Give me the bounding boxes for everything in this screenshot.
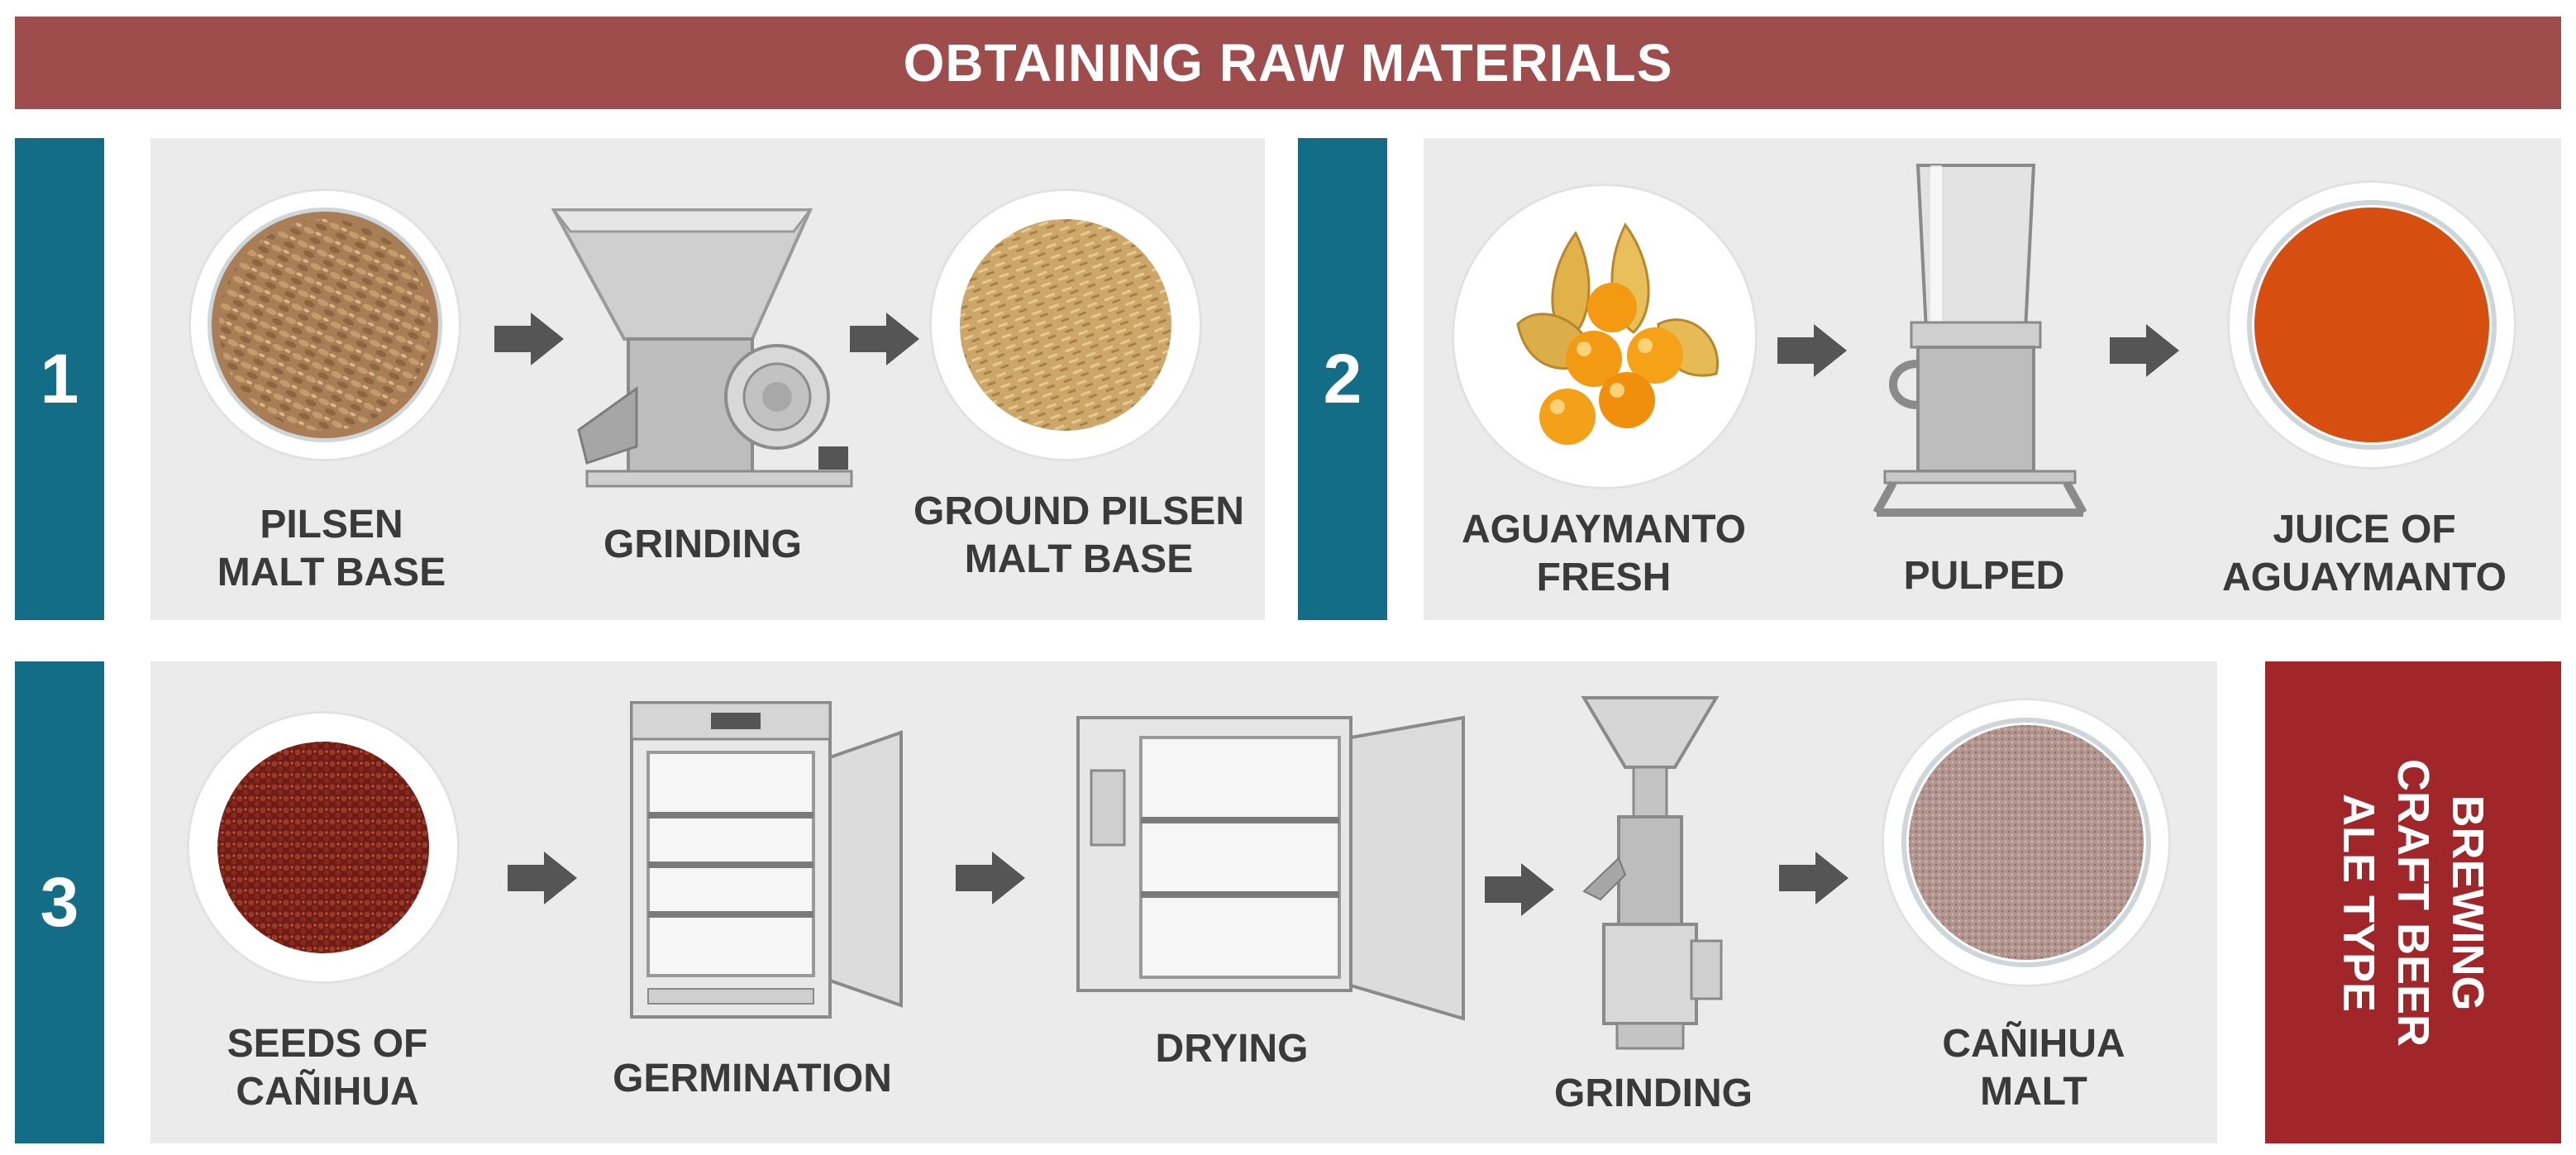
ground-malt-dish-icon — [929, 189, 1202, 461]
page-title-banner: OBTAINING RAW MATERIALS — [15, 17, 2561, 109]
arrow-right-icon — [508, 852, 577, 904]
arrow-right-icon — [494, 313, 564, 365]
arrow-right-icon — [1779, 852, 1849, 904]
section-3-number: 3 — [40, 863, 79, 941]
step-label-grinding: GRINDING — [603, 523, 802, 566]
page-title: OBTAINING RAW MATERIALS — [903, 33, 1673, 93]
grain-mill-icon — [551, 208, 853, 488]
germination-cabinet-icon — [630, 701, 903, 1019]
drying-oven-icon — [1076, 715, 1465, 1021]
section-1-number: 1 — [40, 340, 79, 418]
section-1-number-tab: 1 — [15, 138, 104, 620]
arrow-right-icon — [1485, 863, 1554, 916]
juice-dish-icon — [2227, 180, 2516, 470]
pulper-machine-icon — [1872, 164, 2087, 517]
section-3-number-tab: 3 — [15, 661, 104, 1143]
grinding-mill-icon — [1581, 696, 1723, 1050]
section-2-number-tab: 2 — [1298, 138, 1387, 620]
step-label-germination: GERMINATION — [613, 1057, 892, 1100]
step-label-drying: DRYING — [1155, 1027, 1309, 1071]
arrow-right-icon — [2110, 324, 2179, 377]
malt-grain-dish-icon — [188, 189, 461, 461]
arrow-right-icon — [1777, 324, 1847, 377]
arrow-right-icon — [850, 313, 919, 365]
goldenberry-icon — [1452, 184, 1758, 489]
step-label-grinding-2: GRINDING — [1554, 1071, 1753, 1115]
canihua-seed-dish-icon — [187, 711, 460, 984]
canihua-malt-dish-icon — [1882, 698, 2171, 987]
step-label-pulped: PULPED — [1903, 554, 2065, 598]
arrow-right-icon — [956, 852, 1025, 904]
section-2-number: 2 — [1323, 340, 1362, 418]
